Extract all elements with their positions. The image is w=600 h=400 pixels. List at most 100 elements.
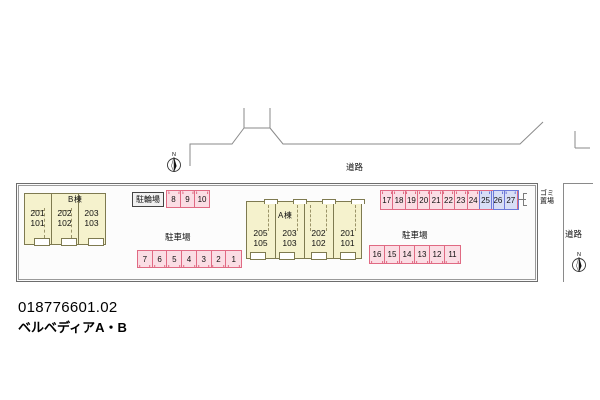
parking-stall[interactable]: 20: [418, 191, 431, 209]
stall-tick-top: [480, 191, 491, 194]
parking-stall[interactable]: 2: [211, 251, 227, 267]
road-right-label: 道路: [565, 229, 583, 239]
building-a-dashed-3: [310, 205, 311, 231]
parking-stall[interactable]: 27: [504, 191, 517, 209]
caption-block: 018776601.02 ベルベディアA・B: [18, 298, 127, 338]
stall-tick-top: [468, 191, 479, 194]
building-a-notch-2: [293, 199, 307, 204]
parking-stall[interactable]: 26: [492, 191, 505, 209]
parking-stall[interactable]: 12: [430, 246, 445, 263]
building-b-unit-3-upper: 203: [84, 208, 99, 218]
parking-stall[interactable]: 23: [455, 191, 468, 209]
building-a-unit-1-upper: 205: [253, 228, 268, 238]
building-a-unit-3-lower: 102: [311, 237, 326, 248]
parking-row-left: 7 6 5 4 3 2 1: [137, 250, 242, 268]
building-b-dashed-h-1: [33, 210, 45, 211]
parking-row-right-top: 17 18 19 20 21 22 23 24: [380, 190, 518, 210]
stall-tick-bottom: [183, 265, 195, 267]
parking-right-label: 駐車場: [402, 230, 428, 240]
stall-number: 25: [481, 195, 490, 205]
stall-tick-bottom: [446, 261, 459, 263]
stall-tick-top: [381, 191, 392, 194]
parking-stall[interactable]: 9: [181, 191, 196, 207]
parking-stall[interactable]: 25: [479, 191, 493, 209]
stall-tick-bottom: [386, 261, 398, 263]
stall-number: 23: [456, 195, 466, 205]
parking-stall[interactable]: 18: [393, 191, 406, 209]
stall-number: 20: [419, 195, 429, 205]
stall-number: 19: [406, 195, 416, 205]
parking-stall[interactable]: 8: [167, 191, 182, 207]
stall-number: 16: [372, 250, 382, 259]
building-a-label: A棟: [278, 211, 293, 220]
building-a-entrance-4: [340, 252, 356, 260]
stall-number: 18: [394, 195, 404, 205]
building-a-notch-1: [264, 199, 278, 204]
stall-number: 7: [142, 254, 148, 264]
stall-number: 13: [417, 250, 427, 259]
building-a-dashed-2: [297, 205, 298, 231]
parking-stall[interactable]: 22: [442, 191, 456, 209]
stall-tick-bottom: [212, 265, 225, 267]
stall-number: 15: [387, 250, 397, 259]
parking-stall[interactable]: 3: [196, 251, 212, 267]
building-a-entrance-2: [279, 252, 295, 260]
building-b-dashed-1: [44, 208, 45, 238]
stall-tick-bottom: [371, 261, 383, 263]
road-right-boundary: [563, 183, 564, 282]
stall-tick-bottom: [227, 265, 240, 267]
building-a-notch-4: [351, 199, 365, 204]
building-a-dashed-1: [268, 205, 269, 231]
stall-tick-top: [394, 191, 404, 194]
stall-tick-top: [505, 191, 517, 194]
parking-stall[interactable]: 21: [430, 191, 443, 209]
garbage-connector-bracket: [523, 193, 524, 206]
building-a-entrance-3: [311, 252, 327, 260]
building-a-divider-3: [333, 201, 334, 259]
stall-number: 14: [402, 250, 412, 259]
property-name: ベルベディアA・B: [18, 320, 127, 335]
parking-stall[interactable]: 1: [226, 251, 242, 267]
stall-number: 27: [506, 195, 516, 205]
parking-stall[interactable]: 11: [445, 246, 460, 263]
stall-number: 4: [186, 254, 192, 264]
stall-tick-bottom: [139, 265, 151, 267]
stall-tick-bottom: [153, 265, 166, 267]
stall-number: 17: [382, 195, 392, 205]
stall-tick-bottom: [416, 261, 428, 263]
parking-stall[interactable]: 24: [467, 191, 480, 209]
building-a-divider-2: [304, 201, 305, 259]
stall-tick-top: [418, 191, 429, 194]
parking-row-right-bottom: 16 15 14 13 12 11: [369, 245, 461, 264]
building-b-divider-2: [78, 193, 79, 245]
stall-number: 12: [432, 250, 442, 259]
building-b-divider-1: [51, 193, 52, 245]
stall-number: 8: [171, 194, 176, 204]
parking-stall[interactable]: 19: [405, 191, 419, 209]
stall-number: 6: [157, 254, 162, 264]
stall-tick-top: [167, 191, 180, 194]
building-a-unit-1-lower: 105: [253, 237, 268, 248]
parking-stall[interactable]: 10: [195, 191, 209, 207]
compass-north-top: N: [165, 150, 183, 174]
road-top-label: 道路: [346, 162, 364, 172]
parking-stall[interactable]: 15: [385, 246, 400, 263]
parking-stall[interactable]: 4: [182, 251, 197, 267]
road-outline: [189, 108, 590, 166]
building-b-unit-2-lower: 102: [57, 217, 72, 228]
parking-stall[interactable]: 7: [138, 251, 153, 267]
parking-stall[interactable]: 14: [400, 246, 415, 263]
building-b-unit-3-lower: 103: [84, 217, 99, 228]
building-a-entrance-1: [250, 252, 266, 260]
parking-stall[interactable]: 6: [152, 251, 168, 267]
stall-tick-top: [406, 191, 417, 194]
stall-number: 24: [468, 195, 478, 205]
building-b-entrance-1: [34, 238, 50, 246]
building-a-unit-2-lower: 103: [282, 237, 297, 248]
parking-stall[interactable]: 17: [381, 191, 394, 209]
parking-stall[interactable]: 13: [415, 246, 430, 263]
building-b-dashed-h-2: [60, 210, 72, 211]
parking-stall[interactable]: 16: [370, 246, 385, 263]
parking-stall[interactable]: 5: [167, 251, 183, 267]
svg-text:N: N: [577, 252, 581, 258]
